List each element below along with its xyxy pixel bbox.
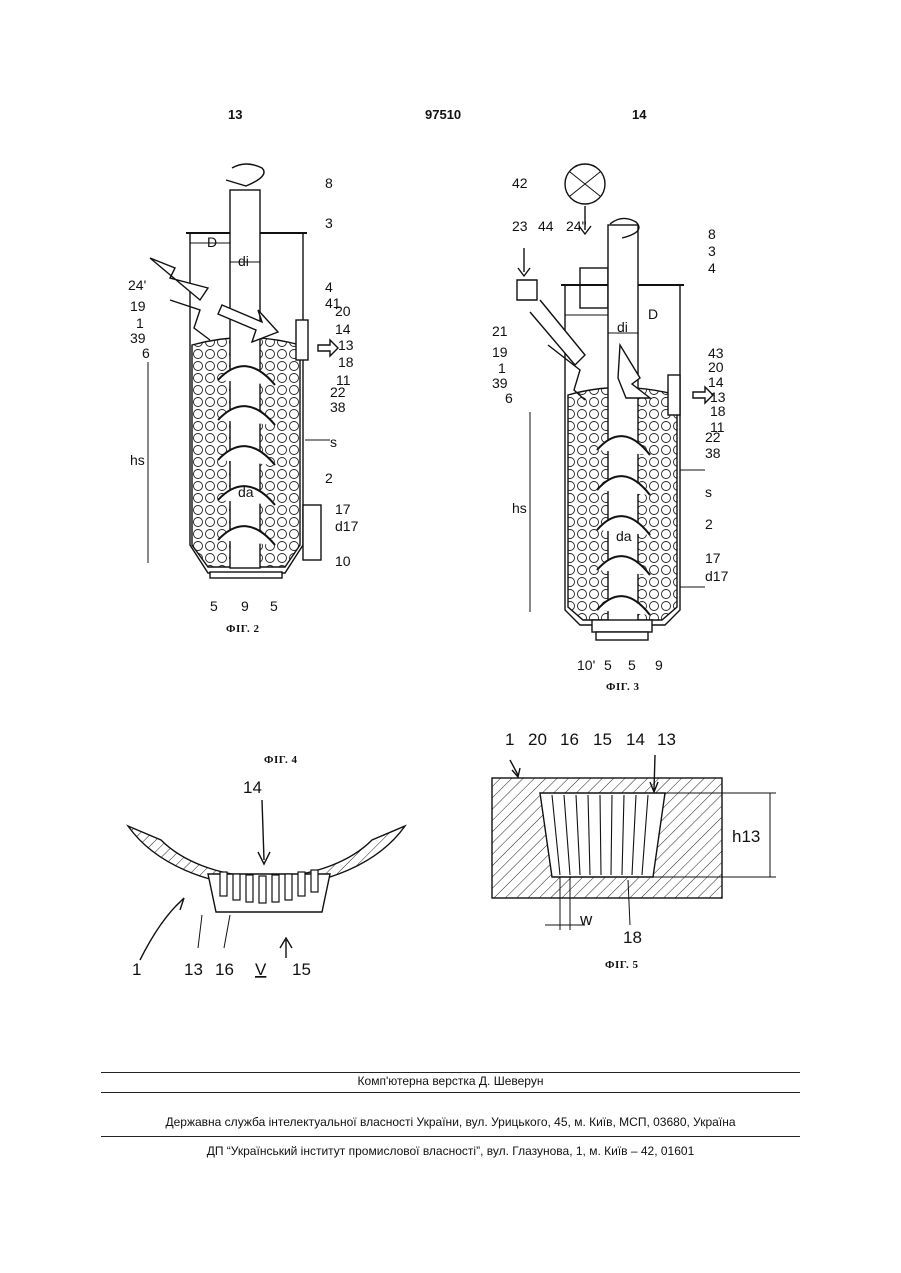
fig2-label-17: 17 (335, 501, 351, 517)
fig2-label-2: 2 (325, 470, 333, 486)
fig2-label-6: 6 (142, 345, 150, 361)
fig3-label-di: di (617, 319, 628, 335)
fig3-label-17: 17 (705, 550, 721, 566)
fig3-label-9: 9 (655, 657, 663, 673)
fig2-label-5a: 5 (210, 598, 218, 614)
fig5-label-18: 18 (623, 928, 642, 947)
fig2-label-da: da (238, 484, 254, 500)
fig3-label-5b: 5 (628, 657, 636, 673)
fig4-label-1: 1 (132, 960, 141, 979)
fig2-label-18: 18 (338, 354, 354, 370)
fig3-label-4: 4 (708, 260, 716, 276)
fig3-label-38: 38 (705, 445, 721, 461)
fig2-label-19: 19 (130, 298, 146, 314)
fig3-caption: ФІГ. 3 (606, 681, 640, 693)
fig3-label-21: 21 (492, 323, 508, 339)
fig2-label-5b: 5 (270, 598, 278, 614)
fig2-label-8: 8 (325, 175, 333, 191)
fig3-label-hs: hs (512, 500, 527, 516)
fig3-label-44: 44 (538, 218, 554, 234)
footer-rule-1 (101, 1072, 800, 1073)
fig3-label-D: D (648, 306, 658, 322)
fig3-label-5a: 5 (604, 657, 612, 673)
fig5-label-1: 1 (505, 730, 514, 749)
fig4-label-13: 13 (184, 960, 203, 979)
fig3-label-da: da (616, 528, 632, 544)
fig2-label-22: 22 (330, 384, 346, 400)
fig2-label-14: 14 (335, 321, 351, 337)
fig3-label-18: 18 (710, 403, 726, 419)
fig3-label-10p: 10' (577, 657, 595, 673)
fig3-label-39: 39 (492, 375, 508, 391)
fig5-label-16: 16 (560, 730, 579, 749)
fig5-label-13: 13 (657, 730, 676, 749)
fig2-label-hs: hs (130, 452, 145, 468)
fig3-label-20: 20 (708, 359, 724, 375)
figure-4 (128, 800, 405, 960)
figure-2 (148, 164, 338, 578)
figure-3 (517, 164, 713, 640)
footer-typesetting: Комп'ютерна верстка Д. Шеверун (101, 1074, 800, 1088)
fig2-caption: ФІГ. 2 (226, 623, 260, 635)
fig2-label-d17: d17 (335, 518, 359, 534)
fig3-label-24pp: 24" (566, 218, 587, 234)
fig3-label-6: 6 (505, 390, 513, 406)
footer-institute: ДП “Український інститут промислової вла… (101, 1144, 800, 1158)
fig2-label-3: 3 (325, 215, 333, 231)
fig2-label-10: 10 (335, 553, 351, 569)
fig2-label-4: 4 (325, 279, 333, 295)
fig5-label-14: 14 (626, 730, 645, 749)
fig4-label-15: 15 (292, 960, 311, 979)
fig2-label-1: 1 (136, 315, 144, 331)
fig2-label-s: s (330, 434, 337, 450)
fig3-label-19: 19 (492, 344, 508, 360)
fig5-label-20: 20 (528, 730, 547, 749)
fig5-label-15: 15 (593, 730, 612, 749)
fig2-label-9: 9 (241, 598, 249, 614)
footer-rule-3 (101, 1136, 800, 1137)
fig3-label-d17: d17 (705, 568, 729, 584)
fig2-label-38: 38 (330, 399, 346, 415)
fig2-label-D: D (207, 234, 217, 250)
fig2-label-di: di (238, 253, 249, 269)
fig5-caption: ФІГ. 5 (605, 959, 639, 971)
fig3-label-8: 8 (708, 226, 716, 242)
fig3-label-23: 23 (512, 218, 528, 234)
fig2-label-24p: 24' (128, 277, 146, 293)
fig4-caption: ФІГ. 4 (264, 754, 298, 766)
fig2-label-39: 39 (130, 330, 146, 346)
fig5-label-h13: h13 (732, 827, 760, 846)
fig3-label-22: 22 (705, 429, 721, 445)
footer-rule-2 (101, 1092, 800, 1093)
fig3-label-3: 3 (708, 243, 716, 259)
footer-agency: Державна служба інтелектуальної власност… (101, 1115, 800, 1129)
fig3-label-2: 2 (705, 516, 713, 532)
fig2-label-13: 13 (338, 337, 354, 353)
fig3-label-s: s (705, 484, 712, 500)
fig3-label-42: 42 (512, 175, 528, 191)
fig3-label-1: 1 (498, 360, 506, 376)
fig4-label-V: V (255, 960, 267, 979)
fig5-label-w: w (579, 910, 593, 929)
fig3-label-14: 14 (708, 374, 724, 390)
fig2-label-20: 20 (335, 303, 351, 319)
fig4-label-16: 16 (215, 960, 234, 979)
fig4-label-14: 14 (243, 778, 262, 797)
